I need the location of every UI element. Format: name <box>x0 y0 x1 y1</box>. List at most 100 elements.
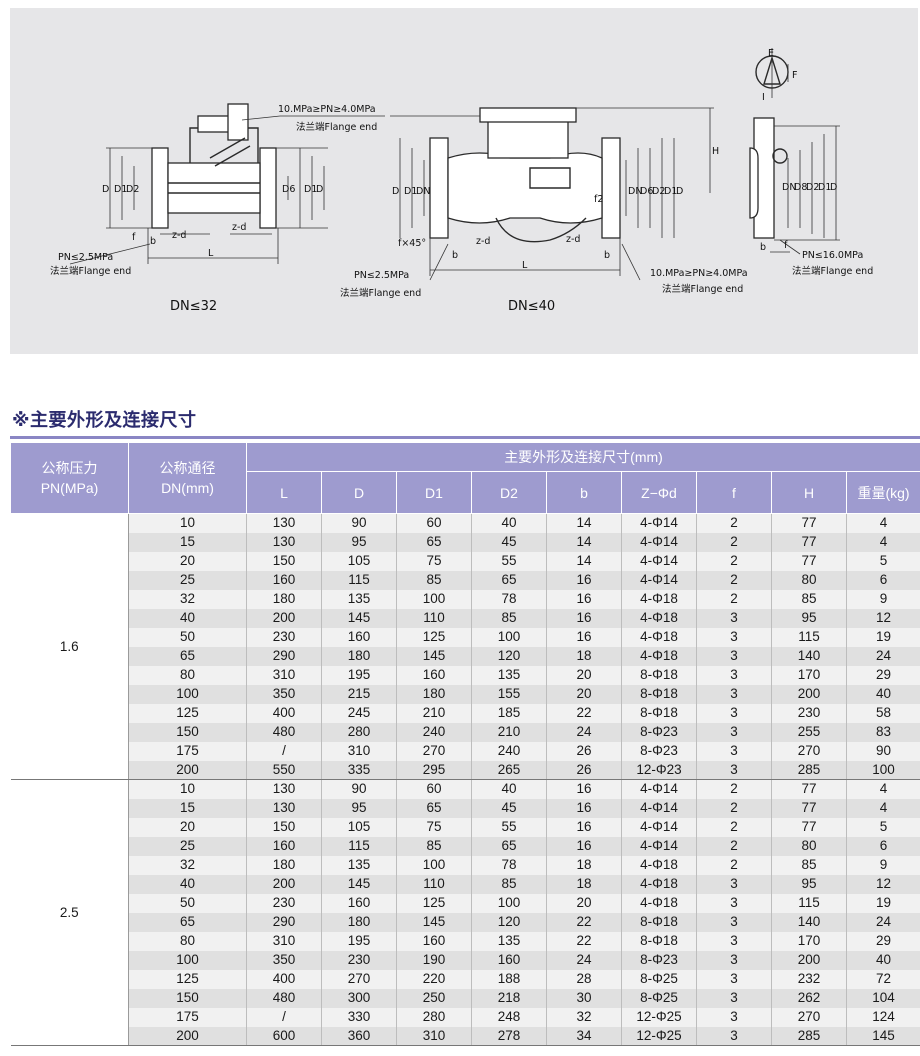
table-cell: 65 <box>396 798 472 818</box>
note-pn-low-mid: PN≤2.5MPa <box>354 270 409 281</box>
table-cell: 77 <box>771 817 847 837</box>
table-cell: 135 <box>471 665 547 685</box>
dn-cell: 32 <box>128 855 247 875</box>
dn-cell: 200 <box>128 760 247 780</box>
table-cell: 105 <box>321 817 397 837</box>
dn-cell: 200 <box>128 1026 247 1046</box>
table-cell: 130 <box>246 513 322 533</box>
dimension-table: 公称压力 PN(MPa) 公称通径 DN(mm) 主要外形及连接尺寸(mm) L… <box>10 442 920 1046</box>
table-cell: 3 <box>696 646 772 666</box>
title-divider <box>10 436 920 439</box>
table-cell: 262 <box>771 988 847 1008</box>
table-cell: 270 <box>396 741 472 761</box>
dim-f2: f2 <box>594 194 603 205</box>
table-cell: 20 <box>546 893 622 913</box>
table-cell: 77 <box>771 513 847 533</box>
table-cell: 3 <box>696 912 772 932</box>
table-cell: 22 <box>546 703 622 723</box>
table-cell: 77 <box>771 551 847 571</box>
dn-cell: 175 <box>128 741 247 761</box>
table-cell: 170 <box>771 665 847 685</box>
dim-e: E <box>768 48 774 59</box>
table-cell: 77 <box>771 532 847 552</box>
dn-cell: 100 <box>128 950 247 970</box>
table-cell: 230 <box>321 950 397 970</box>
dn-cell: 125 <box>128 969 247 989</box>
table-cell: 210 <box>396 703 472 723</box>
table-cell: 77 <box>771 779 847 799</box>
table-cell: 245 <box>321 703 397 723</box>
table-cell: 270 <box>321 969 397 989</box>
table-cell: 105 <box>321 551 397 571</box>
header-col-2: D1 <box>396 471 472 514</box>
table-cell: 8-Φ23 <box>621 741 697 761</box>
table-cell: 85 <box>771 855 847 875</box>
table-cell: 265 <box>471 760 547 780</box>
table-cell: 280 <box>396 1007 472 1027</box>
table-cell: 3 <box>696 760 772 780</box>
note-flange-mid-right: 法兰端Flange end <box>662 283 743 295</box>
table-cell: 8-Φ18 <box>621 703 697 723</box>
dim-d2-mid: D2 <box>652 186 665 197</box>
table-cell: 150 <box>246 817 322 837</box>
caption-right: DN≤40 <box>508 299 555 314</box>
table-cell: 230 <box>771 703 847 723</box>
dim-f-cap: F <box>792 70 797 81</box>
dim-d-mid: D <box>392 186 399 197</box>
table-cell: 8-Φ23 <box>621 950 697 970</box>
table-cell: 160 <box>396 931 472 951</box>
dn-cell: 15 <box>128 798 247 818</box>
table-cell: 80 <box>771 570 847 590</box>
technical-drawing-panel: D D1 D2 D6 D1 D L b f z-d z-d 10.MPa≥PN≥… <box>10 8 918 354</box>
table-cell: 3 <box>696 950 772 970</box>
table-cell: 4-Φ14 <box>621 817 697 837</box>
dim-b-left: b <box>150 236 156 247</box>
table-cell: 26 <box>546 741 622 761</box>
table-cell: 4-Φ14 <box>621 570 697 590</box>
table-cell: 195 <box>321 665 397 685</box>
table-cell: 2 <box>696 836 772 856</box>
table-cell: 248 <box>471 1007 547 1027</box>
table-cell: 100 <box>396 589 472 609</box>
table-cell: 20 <box>546 665 622 685</box>
table-cell: 350 <box>246 684 322 704</box>
header-dn: 公称通径 DN(mm) <box>128 442 247 514</box>
table-cell: 255 <box>771 722 847 742</box>
table-cell: 160 <box>246 836 322 856</box>
table-cell: 19 <box>846 893 920 913</box>
dn-cell: 25 <box>128 570 247 590</box>
table-cell: 8-Φ25 <box>621 988 697 1008</box>
table-cell: 16 <box>546 608 622 628</box>
note-flange-left-bottom: 法兰端Flange end <box>50 265 131 277</box>
table-cell: 4-Φ14 <box>621 836 697 856</box>
table-cell: 95 <box>321 798 397 818</box>
table-cell: 40 <box>846 684 920 704</box>
dim-zd-left: z-d <box>172 230 186 241</box>
table-cell: 9 <box>846 855 920 875</box>
table-cell: 4-Φ18 <box>621 589 697 609</box>
table-cell: 100 <box>846 760 920 780</box>
table-cell: 90 <box>321 779 397 799</box>
table-cell: 16 <box>546 798 622 818</box>
table-cell: 140 <box>771 646 847 666</box>
table-cell: 200 <box>246 874 322 894</box>
dim-d6-mid: D6 <box>640 186 653 197</box>
table-cell: 188 <box>471 969 547 989</box>
table-cell: 4-Φ18 <box>621 627 697 647</box>
table-cell: 40 <box>471 513 547 533</box>
dn-cell: 10 <box>128 779 247 799</box>
note-flange-left-top: 法兰端Flange end <box>296 121 377 133</box>
table-cell: 185 <box>471 703 547 723</box>
table-cell: 8-Φ18 <box>621 665 697 685</box>
table-cell: 90 <box>846 741 920 761</box>
dn-cell: 40 <box>128 874 247 894</box>
dim-b-mid: b <box>452 250 458 261</box>
table-cell: 200 <box>771 684 847 704</box>
